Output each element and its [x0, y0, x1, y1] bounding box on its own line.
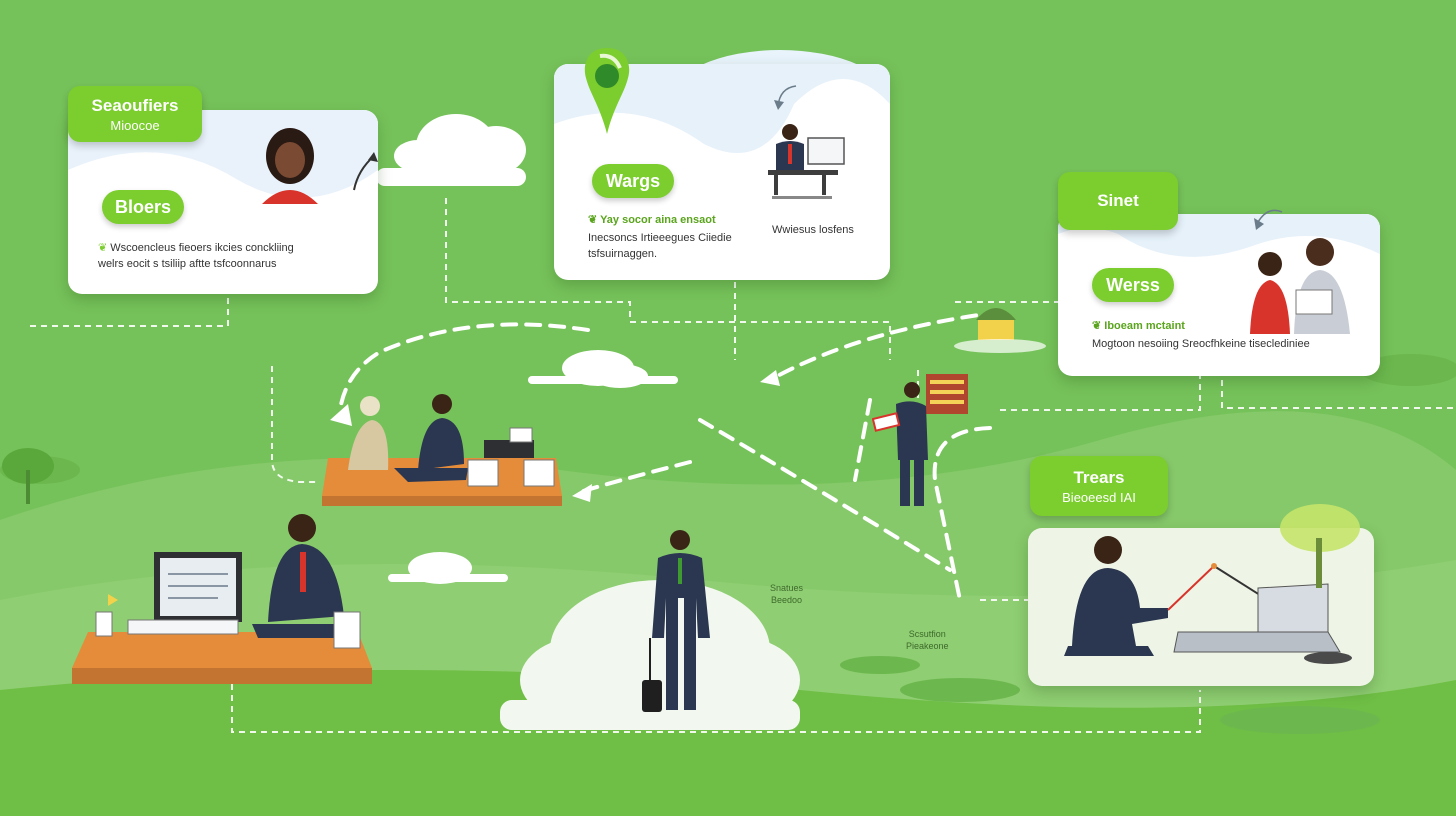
tag-seaoufiers-title: Seaoufiers — [92, 96, 179, 116]
wargs-caption: Wwiesus losfens — [772, 222, 854, 238]
presenter-small-figure — [872, 380, 936, 510]
tag-trears-title: Trears — [1073, 468, 1124, 488]
two-people-figure — [1244, 234, 1364, 334]
bloers-line-2: welrs eocit s tsiliip aftte tsfcoonnarus — [98, 256, 277, 272]
bloers-line-1: ❦ Wscoencleus fieoers ikcies conckliing — [98, 240, 294, 256]
businessman-figure — [640, 528, 724, 718]
card-werss: Werss ❦ Iboeam mctaint Mogtoon nesoiing … — [1058, 214, 1380, 376]
desk-worker-figure — [758, 118, 854, 208]
wargs-pill[interactable]: Wargs — [592, 164, 674, 198]
wargs-green-line: ❦ Yay socor aina ensaot — [588, 212, 716, 228]
map-label-center-a: Snatues Beedoo — [770, 582, 803, 606]
wargs-line-2: Inecsoncs Irtieeegues Ciiedie — [588, 230, 732, 246]
tag-seaoufiers-sub: Mioocoe — [110, 118, 159, 133]
leaf-icon: ❦ — [1092, 320, 1104, 332]
bloers-pill[interactable]: Bloers — [102, 190, 184, 224]
desk-platform-left — [68, 512, 378, 692]
desk-platform-middle — [318, 390, 564, 514]
wargs-line-3: tsfsuirnaggen. — [588, 246, 657, 262]
tag-trears[interactable]: Trears Bieoeesd IAI — [1030, 456, 1168, 516]
werss-green-line: ❦ Iboeam mctaint — [1092, 318, 1185, 334]
map-label-center-b: Scsutfion Pieakeone — [906, 628, 949, 652]
arrow-icon — [770, 82, 800, 112]
arrow-icon — [348, 150, 380, 194]
arrow-icon — [1250, 204, 1286, 234]
woman-avatar — [250, 120, 330, 204]
werss-line-2: Mogtoon nesoiing Sreocfhkeine tisecledin… — [1092, 336, 1310, 352]
tag-seaoufiers[interactable]: Seaoufiers Mioocoe — [68, 86, 202, 142]
leaf-icon: ❦ — [98, 242, 110, 254]
tree-icon — [1276, 498, 1376, 588]
tag-sinet[interactable]: Sinet — [1058, 172, 1178, 230]
tag-trears-sub: Bieoeesd IAI — [1062, 490, 1136, 505]
leaf-icon: ❦ — [588, 214, 600, 226]
werss-pill[interactable]: Werss — [1092, 268, 1174, 302]
location-pin-icon[interactable] — [580, 46, 634, 138]
tag-sinet-title: Sinet — [1097, 191, 1139, 211]
